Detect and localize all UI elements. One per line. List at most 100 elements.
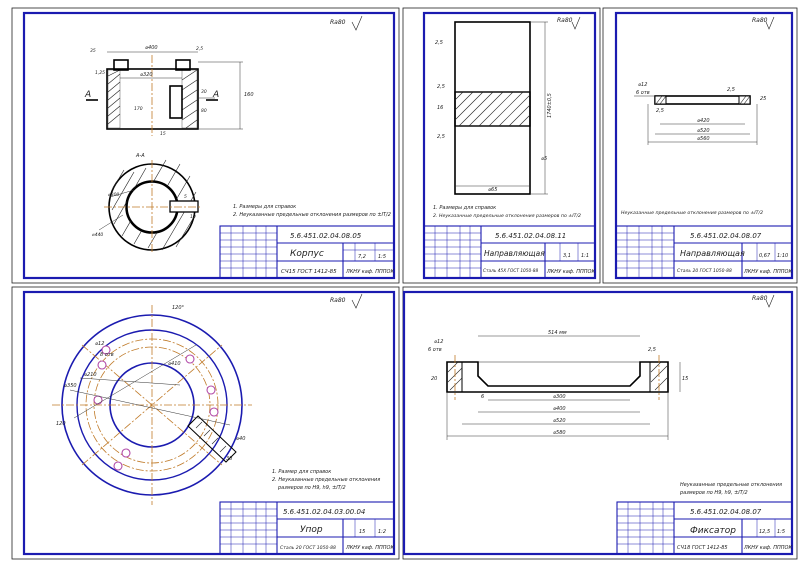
dim-label: 2,5 [437,84,445,90]
drawing-code: 5.6.451.02.04.08.11 [495,232,566,240]
dim-label: 160 [244,92,254,98]
dim-label: ⌀12 [95,341,104,347]
section-mark-left: А [84,90,91,100]
dim-label: 10 [190,214,196,220]
drawing-code: 5.6.451.02.04.03.00.04 [283,508,365,516]
dim-label: ⌀440 [92,232,103,238]
ring-section-view: ⌀420 ⌀520 ⌀560 ⌀12 6 отв 2,5 2,5 25 [634,82,766,145]
dim-label: 2,5 [727,87,735,93]
title-block: 5.6.451.02.04.08.05 Корпус 7,2 1:5 СЧ15 … [219,225,395,279]
part-mass: 0,67 [759,253,771,259]
part-scale: 1:1 [581,253,589,259]
dim-label: ⌀300 [553,394,566,400]
dim-label: 6 [481,394,484,400]
dim-label: ⌀520 [553,418,566,424]
part-name: Направляющая [484,249,545,258]
drawing-code: 5.6.451.02.04.08.07 [690,232,762,240]
part-material: Сталь 45Х ГОСТ 1050-88 [483,268,539,274]
dim-label: 120° [172,305,185,311]
sheet-korpus: Ra80 ⌀400 ⌀320 160 35 170 30 80 15 [11,7,400,284]
dim-label: ⌀420 [697,118,710,124]
korpus-plan-view: А-А ⌀440 ⌀300 5 10 [92,153,200,254]
organization: ЛКНУ каф. ПППОК [546,269,595,275]
dim-label: 20 [431,376,437,382]
dim-label: ⌀5 [541,156,547,162]
note-line: 2. Неуказанные предельные отклонения раз… [233,212,391,218]
sheet-upor: Ra80 120° ⌀12 8 от [11,286,400,560]
title-block: 5.6.451.02.04.03.00.04 Упор 15 1:2 Сталь… [219,501,395,555]
note-line: размеров по Н9, h9, ±IT/2 [277,485,346,491]
fiksator-section-view: 514 мм ⌀300 ⌀400 ⌀520 ⌀580 ⌀12 6 отв 2,5… [428,330,688,440]
dim-label: 8 отв [100,352,114,358]
dim-label: 2,5 [656,108,664,114]
dim-label: ⌀350 [64,383,77,389]
dim-label: 1740±0,5 [547,93,553,118]
dim-label: ⌀12 [434,339,443,345]
part-material: СЧ15 ГОСТ 1412-85 [281,269,337,275]
part-scale: 1:2 [378,529,386,535]
roughness-mark: Ra80 [557,17,573,24]
dim-label: 2,5 [648,347,656,353]
dim-label: 15 [160,131,166,137]
dim-label: ⌀520 [697,128,710,134]
part-material: Сталь 20 ГОСТ 1050-88 [280,545,336,551]
note-line: 1. Размеры для справок [433,205,496,211]
part-name: Фиксатор [690,526,736,536]
note-line: Неуказанные предельные отклонения [680,482,782,488]
part-name: Упор [300,525,323,535]
dim-label: 2,5 [196,46,203,52]
part-scale: 1:10 [777,253,788,259]
title-block: 5.6.451.02.04.08.07 Фиксатор 12,5 1:5 СЧ… [616,501,793,555]
part-scale: 1:5 [378,254,386,260]
dim-label: ⌀400 [145,45,158,51]
part-mass: 15 [359,529,365,535]
dim-label: 80 [201,108,207,114]
sheet-frame [22,11,396,280]
note-line: 1. Размеры для справок [233,204,296,210]
dim-label: 6 отв [636,90,650,96]
part-material: Сталь 20 ГОСТ 1050-88 [677,268,732,274]
dim-label: 514 мм [548,330,567,336]
sheet-ring: Ra80 ⌀420 ⌀520 ⌀560 ⌀12 6 отв 2,5 2,5 25… [602,7,798,284]
dim-label: ⌀560 [697,136,710,142]
section-label: А-А [135,153,145,159]
note-line: 1. Размер для справок [272,469,331,475]
guide-bar-view [454,21,531,195]
note-line: 2. Неуказанные предельные отклонения [272,477,380,483]
dim-label: ⌀210 [84,372,97,378]
dim-label: 30 [226,456,232,462]
dim-label: 5 [184,194,187,200]
korpus-section-view: ⌀400 ⌀320 160 35 170 30 80 15 1,25 2,5 А… [84,45,254,137]
title-block: 5.6.451.02.04.08.07 Направляющая 0,67 1:… [615,225,793,279]
dim-label: ⌀300 [108,192,119,198]
dim-label: 15 [682,376,688,382]
dim-label: 25 [760,96,766,102]
part-scale: 1:5 [777,529,785,535]
dim-label: ⌀12 [638,82,647,88]
part-name: Направляющая [680,249,745,258]
dim-label: 1,25 [95,70,105,76]
roughness-mark: Ra80 [752,295,768,302]
dim-label: 170 [134,106,143,112]
part-mass: 7,2 [358,254,366,260]
dim-label: 35 [90,48,96,54]
part-mass: 12,5 [759,529,770,535]
title-block: 5.6.451.02.04.08.11 Направляющая 3,1 1:1… [423,225,596,279]
dim-label: ⌀410 [168,361,181,367]
roughness-mark: Ra80 [330,297,346,304]
part-mass: 3,1 [563,253,571,259]
organization: ЛКНУ каф. ПППОК [743,545,792,551]
section-mark-right: А [212,90,219,100]
part-name: Корпус [290,249,324,259]
dim-label: ⌀320 [140,72,153,78]
dim-label: ⌀580 [553,430,566,436]
note-line: 2. Неуказанные предельные отклонения раз… [433,213,581,219]
dim-label: 6 отв [428,347,442,353]
dim-label: 2,5 [435,40,443,46]
drawing-code: 5.6.451.02.04.08.05 [290,232,362,240]
sheet-fiksator: Ra80 514 мм ⌀300 ⌀400 ⌀520 ⌀580 ⌀12 6 от… [402,286,798,560]
note-line: Неуказанные предельные отклонения размер… [621,210,763,216]
roughness-mark: Ra80 [752,17,768,24]
dim-label: 30 [201,89,207,95]
dim-label: 120 [56,421,66,427]
